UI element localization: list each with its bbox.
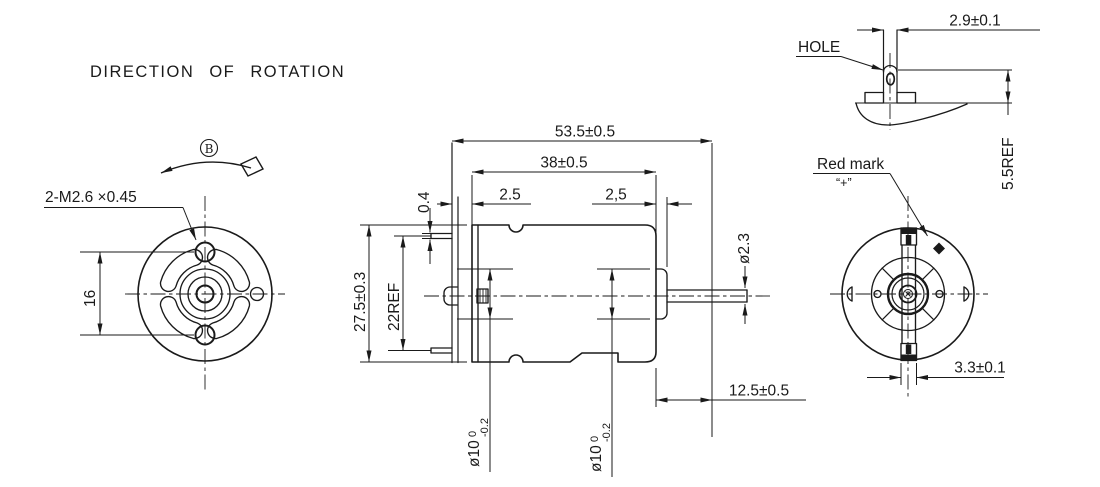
terminal-tab-top <box>430 232 453 240</box>
rear-inner-circle <box>870 256 946 332</box>
rear-view: Red mark “+” 3.3±0.1 <box>813 156 1006 398</box>
dim-front-boss-label: ø10 0 -0.2 <box>588 423 613 472</box>
terminal-detail-view: 2.9±0.1 HOLE 5.5REF <box>796 13 1040 190</box>
detail-endbell-curve <box>855 102 968 126</box>
front-boss-tol-upper: 0 <box>589 436 601 442</box>
detail-base-block-left <box>864 91 885 104</box>
hole-callout-label: HOLE <box>798 39 840 56</box>
front-boss-circle-mid <box>187 276 223 312</box>
dim-strip-label: 3.3±0.1 <box>954 360 1006 377</box>
rear-terminal-bottom-slot <box>905 344 912 354</box>
rear-terminal-top-band <box>901 228 917 234</box>
red-mark-label: Red mark <box>817 156 884 173</box>
front-side-hole <box>249 286 265 302</box>
rear-small-hole-left <box>873 289 882 299</box>
vent-slot-ne <box>206 248 251 293</box>
rear-small-hole-right <box>935 289 944 299</box>
drawing-title: DIRECTION OF ROTATION <box>90 63 345 81</box>
detail-terminal-hole <box>885 72 896 86</box>
vent-slot-nw <box>159 248 204 293</box>
red-mark-leader <box>889 173 928 237</box>
rotation-direction-arc <box>160 161 252 174</box>
dim-term-thickness-label: 0.4 <box>416 191 433 213</box>
rear-boss-tol-upper: 0 <box>467 431 479 437</box>
dim-case-length-label: 38±0.5 <box>540 155 587 172</box>
dim-shaft-len-label: 12.5±0.5 <box>729 383 789 400</box>
dim16-label: 16 <box>82 290 99 307</box>
side-view: 53.5±0.5 38±0.5 2.5 0.4 2,5 ø10 0 <box>352 124 806 477</box>
thread-callout-leader <box>182 207 197 241</box>
dim-rear-boss-label: ø10 0 -0.2 <box>466 418 491 467</box>
front-bearing-boss <box>655 268 668 320</box>
dim-tabwidth-label: 2.9±0.1 <box>949 13 1001 30</box>
hole-callout-leader <box>840 56 884 71</box>
rear-terminal-top-slot <box>905 235 912 245</box>
terminal-tab-bottom <box>430 347 453 354</box>
rotation-symbol-circle <box>199 138 219 158</box>
front-boss-dia-text: ø10 <box>588 445 605 472</box>
rear-notch-left <box>846 286 853 302</box>
rear-bearing-ring-outer <box>886 272 930 316</box>
rear-boss-bump <box>443 286 458 306</box>
rear-bearing-ring-inner <box>891 277 925 311</box>
detail-base-block-right <box>896 91 917 104</box>
rotation-symbol-letter: B <box>205 142 214 156</box>
rear-spoke-nw <box>881 267 894 280</box>
dim-rear-step-label: 2.5 <box>499 187 521 204</box>
front-boss-circle-outer <box>179 268 231 320</box>
front-screw-hole-top <box>194 241 216 263</box>
front-screw-hole-bottom <box>194 324 216 346</box>
dim-shaft-dia-label: ø2.3 <box>736 233 753 264</box>
front-outer-circle <box>137 226 273 362</box>
detail-tab-top-dome <box>882 64 898 73</box>
dim-termspan-label: 22REF <box>386 283 403 331</box>
vent-slot-sw <box>159 295 204 340</box>
rear-boss-tol-lower: -0.2 <box>479 418 491 437</box>
rotation-flag-icon <box>240 156 264 177</box>
rear-shaft-boss-circle <box>898 284 918 304</box>
front-shaft-circle <box>195 284 215 304</box>
rear-shaft-hatch <box>905 291 911 297</box>
front-boss-tol-lower: -0.2 <box>601 423 613 442</box>
dim-overall-length-label: 53.5±0.5 <box>555 124 615 141</box>
rear-notch-right <box>963 286 970 302</box>
red-mark-diamond-icon <box>933 242 945 255</box>
motor-can-outline <box>471 224 657 363</box>
rear-spoke-se <box>922 308 935 321</box>
thread-callout-label: 2-M2.6 ×0.45 <box>45 189 137 206</box>
dim-front-step-label: 2,5 <box>605 187 627 204</box>
rear-spoke-sw <box>881 308 894 321</box>
rear-spoke-ne <box>922 267 935 280</box>
vent-slot-se <box>206 295 251 340</box>
rear-shaft-end-circle <box>903 289 913 299</box>
dim-case-dia-label: 27.5±0.3 <box>352 272 369 332</box>
front-view: B 2-M2.6 ×0.45 16 <box>44 138 285 392</box>
rear-terminal-bottom-band <box>901 354 917 361</box>
rear-boss-dia-text: ø10 <box>466 440 483 467</box>
dim-tabheight-label: 5.5REF <box>1000 137 1017 190</box>
red-mark-symbol: “+” <box>836 176 852 190</box>
